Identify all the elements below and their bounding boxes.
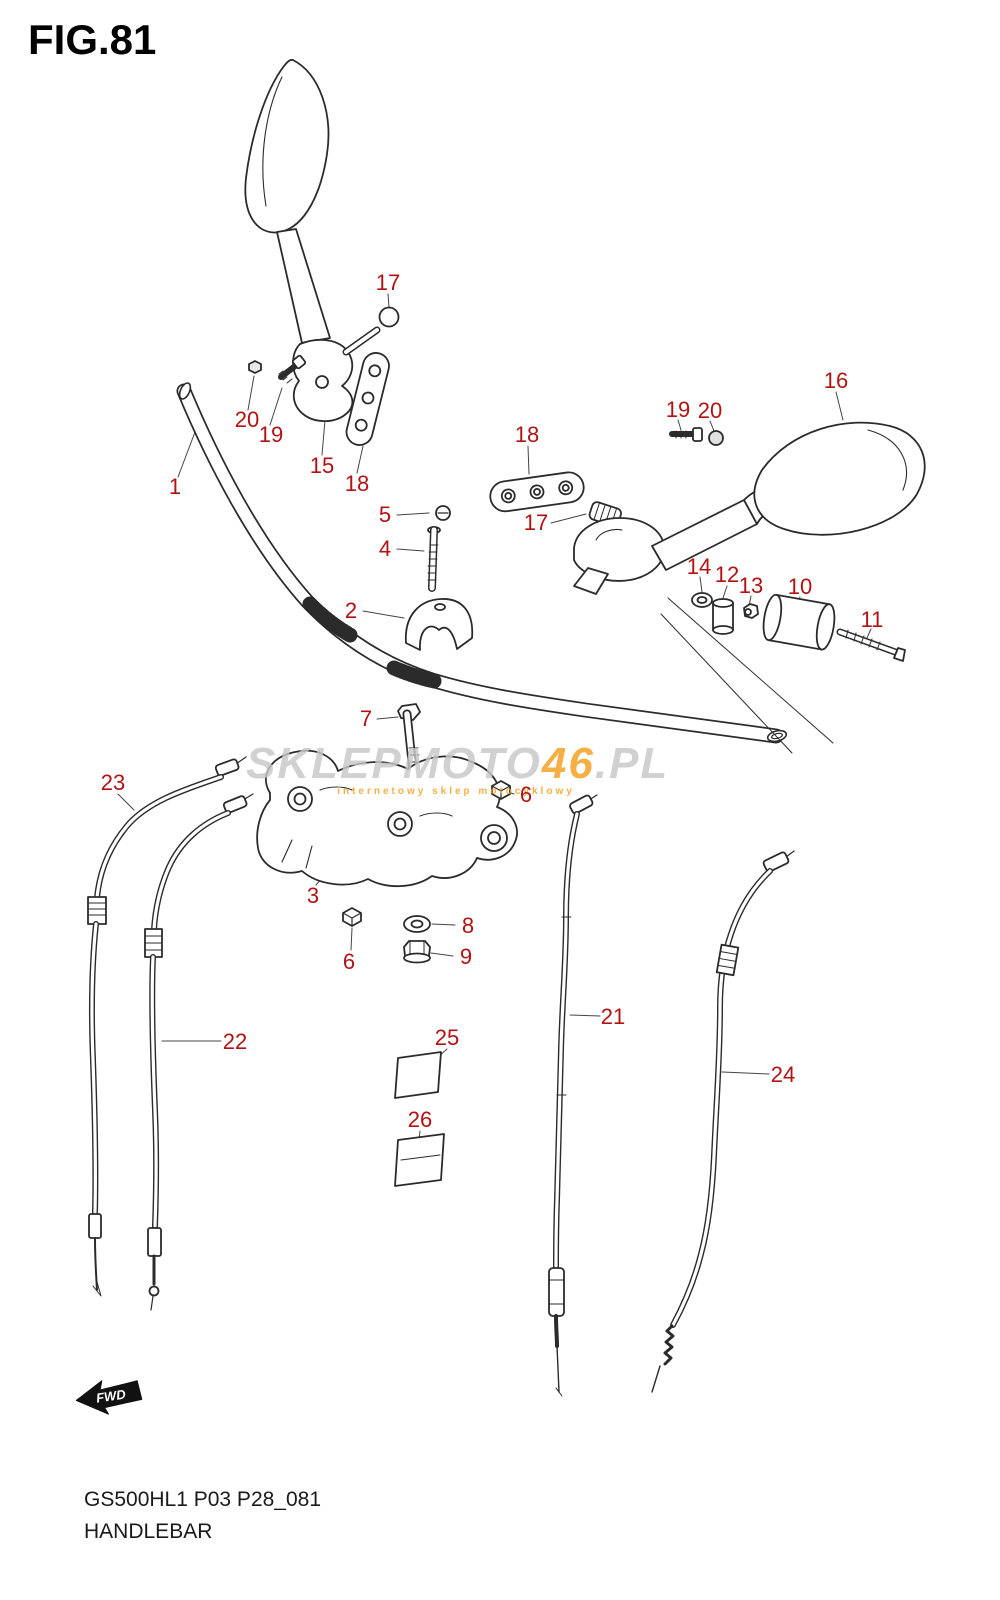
left-screw-19 bbox=[278, 354, 307, 384]
washer-8 bbox=[403, 915, 431, 933]
callout-12[interactable]: 12 bbox=[714, 562, 740, 587]
cable-22 bbox=[144, 793, 254, 1311]
nut-13 bbox=[743, 603, 759, 619]
callout-13[interactable]: 13 bbox=[738, 573, 764, 598]
figure-name: HANDLEBAR bbox=[84, 1520, 213, 1543]
handlebar-tube bbox=[176, 382, 788, 744]
callout-23[interactable]: 23 bbox=[100, 770, 126, 795]
callout-19a[interactable]: 19 bbox=[258, 422, 284, 447]
figure-title: FIG.81 bbox=[28, 16, 157, 63]
callout-24[interactable]: 24 bbox=[770, 1062, 796, 1087]
callout-6b[interactable]: 6 bbox=[342, 949, 356, 974]
callout-20b[interactable]: 20 bbox=[697, 398, 723, 423]
callout-8[interactable]: 8 bbox=[461, 913, 475, 938]
callout-17b[interactable]: 17 bbox=[523, 510, 549, 535]
callout-17a[interactable]: 17 bbox=[375, 270, 401, 295]
right-nut-20 bbox=[708, 430, 724, 446]
callout-11[interactable]: 11 bbox=[860, 607, 884, 632]
nut-9 bbox=[403, 940, 431, 964]
callout-26[interactable]: 26 bbox=[407, 1107, 433, 1132]
fwd-arrow: FWD bbox=[75, 1380, 143, 1415]
damper-6a bbox=[491, 780, 511, 800]
cable-23 bbox=[87, 756, 247, 1297]
callout-5[interactable]: 5 bbox=[378, 502, 392, 527]
callout-15[interactable]: 15 bbox=[309, 453, 335, 478]
assembly-pointer-lines bbox=[660, 597, 834, 754]
right-screw-19 bbox=[669, 427, 703, 442]
callout-9[interactable]: 9 bbox=[459, 944, 473, 969]
callout-16[interactable]: 16 bbox=[823, 368, 849, 393]
left-mirror-plate-18 bbox=[345, 352, 390, 446]
callout-18a[interactable]: 18 bbox=[344, 471, 370, 496]
sticker-25 bbox=[394, 1051, 442, 1099]
cable-21 bbox=[548, 794, 598, 1397]
callout-25[interactable]: 25 bbox=[434, 1025, 460, 1050]
callout-21[interactable]: 21 bbox=[600, 1004, 626, 1029]
fwd-label: FWD bbox=[95, 1387, 127, 1406]
triple-clamp-3 bbox=[256, 749, 518, 888]
callout-14[interactable]: 14 bbox=[686, 554, 712, 579]
callout-6a[interactable]: 6 bbox=[519, 782, 533, 807]
callout-7[interactable]: 7 bbox=[359, 706, 373, 731]
right-mirror-plate-18 bbox=[489, 471, 585, 513]
callout-22[interactable]: 22 bbox=[222, 1029, 248, 1054]
callout-19b[interactable]: 19 bbox=[665, 397, 691, 422]
figure-code: GS500HL1 P03 P28_081 bbox=[84, 1488, 322, 1511]
bolt-4 bbox=[427, 526, 441, 592]
cable-24 bbox=[651, 850, 795, 1393]
callout-1[interactable]: 1 bbox=[168, 474, 182, 499]
bar-clamp-2 bbox=[405, 598, 474, 651]
sticker-26 bbox=[394, 1133, 445, 1187]
screw-11 bbox=[836, 628, 906, 662]
left-nut-20 bbox=[248, 360, 262, 374]
damper-6b bbox=[342, 907, 362, 927]
spacer-12 bbox=[712, 598, 734, 635]
callout-4[interactable]: 4 bbox=[378, 536, 392, 561]
left-mirror-mount bbox=[292, 306, 400, 423]
callout-10[interactable]: 10 bbox=[787, 574, 813, 599]
cap-screw-5 bbox=[435, 505, 451, 521]
right-mirror-base bbox=[573, 517, 665, 595]
callout-18b[interactable]: 18 bbox=[514, 422, 540, 447]
callout-20a[interactable]: 20 bbox=[234, 407, 260, 432]
callout-2[interactable]: 2 bbox=[344, 598, 358, 623]
callout-3[interactable]: 3 bbox=[306, 883, 320, 908]
washer-14 bbox=[691, 592, 713, 608]
right-mirror bbox=[651, 421, 926, 571]
bar-end-weight-10 bbox=[762, 593, 836, 651]
left-mirror bbox=[244, 58, 331, 344]
